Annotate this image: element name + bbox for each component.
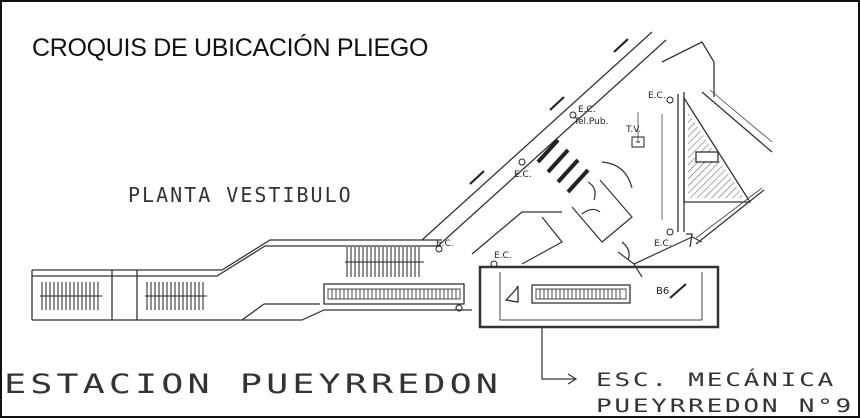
stairs-left-1 bbox=[40, 282, 102, 310]
callout-line-1: ESC. MECÁNICA bbox=[596, 368, 836, 391]
b6-label: B6 bbox=[656, 286, 669, 297]
booth bbox=[521, 161, 703, 278]
highlight-box bbox=[478, 265, 720, 329]
ec-label-mid: E.C. bbox=[514, 170, 532, 180]
ec-label-right-bottom: E.C. bbox=[654, 239, 672, 249]
right-structure bbox=[677, 91, 773, 248]
callout-leader bbox=[541, 327, 578, 385]
b6-marker bbox=[669, 283, 687, 299]
ec-label-center: E.C. bbox=[494, 251, 512, 261]
plan-label: PLANTA VESTIBULO bbox=[128, 183, 353, 207]
escalator-9 bbox=[531, 284, 631, 304]
ec-label-left: E.C. bbox=[436, 239, 454, 249]
stairs-center bbox=[345, 247, 424, 277]
stairs-left-2 bbox=[145, 282, 207, 310]
escalator-left bbox=[323, 283, 465, 305]
tel-pub-label: Tel.Pub. bbox=[573, 117, 608, 127]
turnstiles bbox=[536, 138, 590, 194]
callout-line-2: PUEYRREDON N°9 bbox=[596, 395, 854, 416]
lower-corridor-wall bbox=[242, 303, 472, 321]
tv-label: T.V. bbox=[625, 125, 641, 135]
right-dimension-lines bbox=[637, 89, 773, 239]
ec-label-top: E.C. bbox=[578, 105, 596, 115]
left-corridor bbox=[31, 239, 442, 321]
ec-markers bbox=[435, 96, 674, 268]
page-title: CROQUIS DE UBICACIÓN PLIEGO bbox=[32, 34, 429, 62]
diagonal-wall-dashes bbox=[469, 38, 629, 185]
diagonal-corridor bbox=[421, 31, 715, 255]
ec-label-right-top: E.C. bbox=[648, 91, 666, 101]
station-label: ESTACION PUEYRREDON bbox=[4, 369, 502, 400]
